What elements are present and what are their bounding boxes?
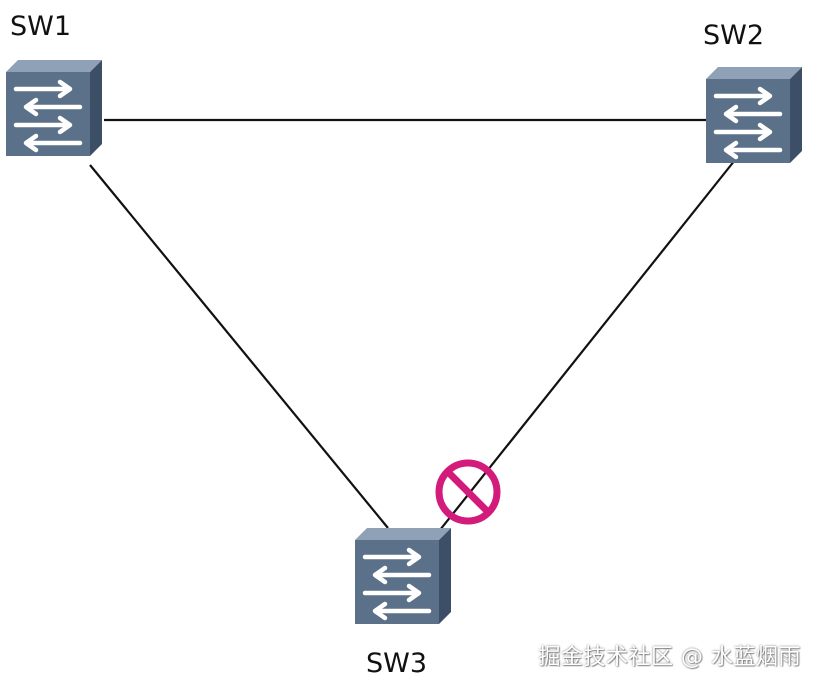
switch-sw2[interactable] [706, 67, 802, 163]
switch-icon [6, 60, 102, 156]
link-sw2-sw3 [427, 159, 736, 546]
switch-sw1[interactable] [6, 60, 102, 156]
watermark-text: 掘金技术社区 @ 水蓝烟雨 [538, 645, 801, 670]
switch-icon [706, 67, 802, 163]
sw3-label: SW3 [366, 648, 427, 679]
link-sw1-sw3 [89, 164, 389, 529]
sw1-label: SW1 [10, 11, 71, 42]
switch-icon [355, 528, 451, 624]
links-group [89, 118, 736, 546]
switch-sw3[interactable] [355, 528, 451, 624]
sw2-label: SW2 [703, 20, 764, 51]
blocked-port-icon [435, 459, 501, 525]
